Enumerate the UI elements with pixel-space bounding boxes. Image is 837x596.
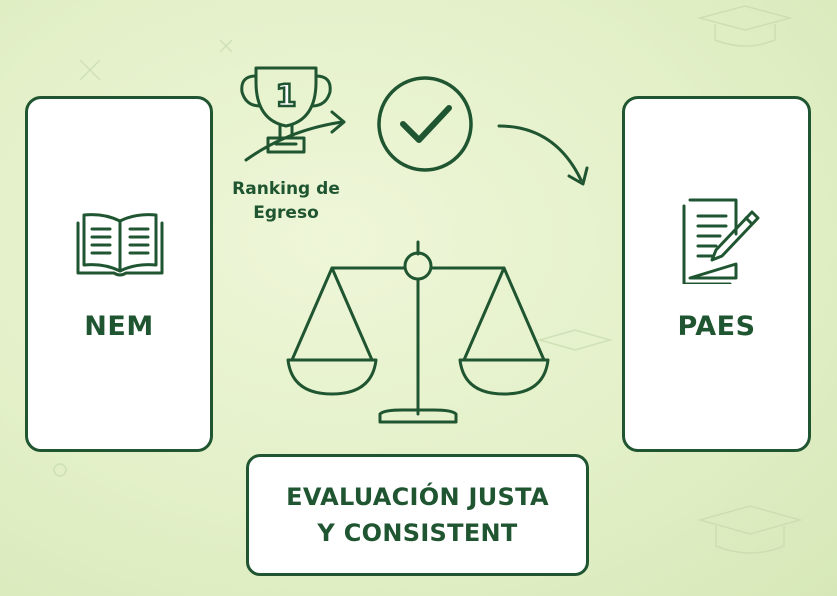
- ranking-label-line1: Ranking de: [232, 179, 340, 199]
- trophy-number: 1: [276, 79, 297, 114]
- ranking-label: Ranking de Egreso: [226, 177, 346, 225]
- balance-scale-icon: [286, 240, 550, 424]
- result-text: EVALUACIÓN JUSTA Y CONSISTENT: [286, 479, 549, 551]
- curved-arrow-icon: [497, 124, 589, 186]
- paes-title: PAES: [677, 311, 756, 342]
- paes-card: PAES: [622, 96, 811, 452]
- document-pencil-icon: [682, 198, 760, 284]
- open-book-icon: [76, 213, 164, 277]
- result-box: EVALUACIÓN JUSTA Y CONSISTENT: [246, 454, 589, 576]
- result-line1: EVALUACIÓN JUSTA: [286, 483, 549, 511]
- trophy-icon: 1: [240, 66, 346, 162]
- nem-card: NEM: [25, 96, 213, 452]
- result-line2: Y CONSISTENT: [317, 519, 518, 547]
- checkmark-circle-icon: [377, 76, 473, 172]
- ranking-label-line2: Egreso: [253, 203, 319, 223]
- nem-title: NEM: [84, 311, 154, 342]
